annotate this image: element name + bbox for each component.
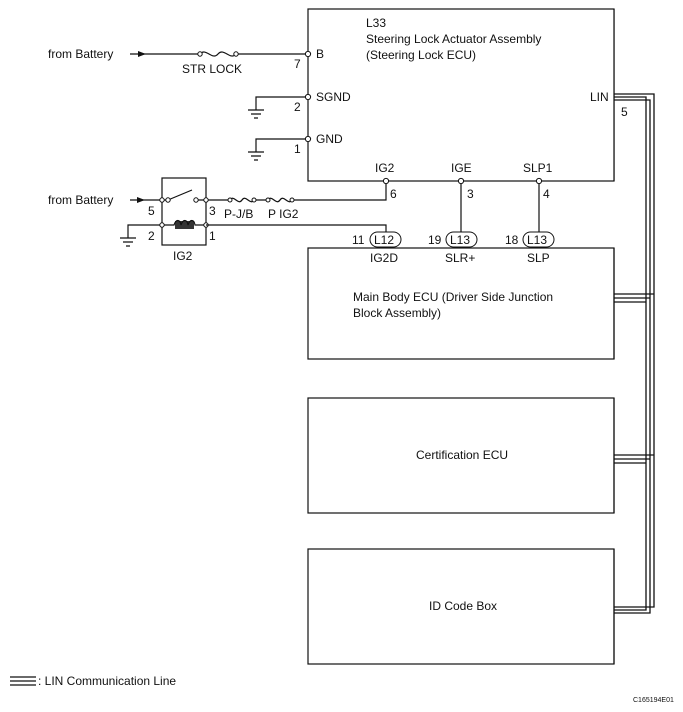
switch-contact (165, 197, 171, 203)
terminal-b-pin: 7 (294, 57, 301, 71)
legend-lin-symbol (10, 676, 36, 686)
terminal-sgnd-label: SGND (316, 90, 351, 104)
connector-pin-18: 18 (505, 233, 519, 247)
relay-pin-3: 3 (209, 204, 216, 218)
connector-code-l12: L12 (374, 233, 394, 247)
connector-pin-11: 11 (352, 233, 365, 247)
terminal-slp1-dot (535, 177, 543, 185)
main-body-ecu-box (307, 247, 615, 360)
terminal-ig2-dot (382, 177, 390, 185)
ig2d-wire (206, 224, 387, 232)
relay-pin-1: 1 (209, 229, 216, 243)
relay-pin-dot (203, 197, 209, 203)
pjb-fuse-icon (229, 197, 255, 203)
terminal-gnd-pin: 1 (294, 142, 301, 156)
fuse-end-dot (227, 197, 233, 203)
battery-source-top: from Battery (48, 47, 113, 61)
coil-body (175, 221, 194, 229)
signal-slp: SLP (527, 251, 550, 265)
terminal-ig2-label: IG2 (375, 161, 395, 175)
pig2-fuse-label: P IG2 (268, 207, 299, 221)
connector-code-l13-b: L13 (527, 233, 547, 247)
steering-lock-ecu-box (307, 8, 615, 182)
ground-relay-icon (120, 237, 136, 247)
ig2-relay-box (161, 177, 207, 246)
certification-ecu-label: Certification ECU (416, 448, 508, 462)
ig2-feed-wire (206, 181, 387, 201)
terminal-ige-dot (457, 177, 465, 185)
terminal-ige-pin: 3 (467, 187, 474, 201)
terminal-gnd-dot (304, 135, 312, 143)
arrow-mid-icon (137, 197, 145, 203)
terminal-lin-pin: 5 (621, 105, 628, 119)
steering-lock-name-2: (Steering Lock ECU) (366, 48, 476, 62)
terminal-gnd-label: GND (316, 132, 343, 146)
pig2-fuse-icon (267, 197, 293, 203)
relay-label: IG2 (173, 249, 193, 263)
connector-pin-19: 19 (428, 233, 442, 247)
relay-pin-dot (159, 222, 165, 228)
arrow-top-icon (138, 51, 146, 57)
terminal-slp1-label: SLP1 (523, 161, 553, 175)
relay-pin-dot (159, 197, 165, 203)
switch-contact (193, 197, 199, 203)
terminal-lin-label: LIN (590, 90, 609, 104)
lin-box-mask (609, 10, 614, 180)
terminal-ige-label: IGE (451, 161, 472, 175)
id-code-box-box (307, 548, 615, 665)
relay-ground-wire (127, 224, 162, 238)
lin-bus (614, 93, 655, 614)
main-body-name-2: Block Assembly) (353, 306, 441, 320)
terminal-b-dot (304, 50, 312, 58)
sgnd-wire (255, 96, 308, 110)
terminal-sgnd-pin: 2 (294, 100, 301, 114)
terminal-ig2-pin: 6 (390, 187, 397, 201)
certification-ecu-box (307, 397, 615, 514)
fuse-end-dot (265, 197, 271, 203)
pjb-fuse-label: P-J/B (224, 207, 253, 221)
str-lock-fuse-icon (199, 51, 237, 57)
fuse-end-dot (197, 51, 203, 57)
fuse-end-dot (251, 197, 257, 203)
terminal-sgnd-dot (304, 93, 312, 101)
fuse-end-dot (289, 197, 295, 203)
figure-id: C165194E01 (633, 697, 674, 704)
relay-pin-5: 5 (148, 204, 155, 218)
id-code-box-label: ID Code Box (429, 599, 497, 613)
terminal-b-label: B (316, 47, 324, 61)
ground-sgnd-icon (248, 109, 264, 119)
terminal-slp1-pin: 4 (543, 187, 550, 201)
signal-slr-plus: SLR+ (445, 251, 475, 265)
relay-pin-2: 2 (148, 229, 155, 243)
legend-lin-label: : LIN Communication Line (38, 674, 176, 688)
gnd-wire (255, 138, 308, 152)
relay-coil-icon (162, 219, 206, 226)
str-lock-fuse-label: STR LOCK (182, 62, 242, 76)
connector-code-l13-a: L13 (450, 233, 470, 247)
ground-gnd-icon (248, 151, 264, 161)
signal-ig2d: IG2D (370, 251, 398, 265)
fuse-end-dot (233, 51, 239, 57)
steering-lock-name-1: Steering Lock Actuator Assembly (366, 32, 541, 46)
steering-lock-code: L33 (366, 16, 386, 30)
main-body-name-1: Main Body ECU (Driver Side Junction (353, 290, 553, 304)
battery-source-mid: from Battery (48, 193, 113, 207)
